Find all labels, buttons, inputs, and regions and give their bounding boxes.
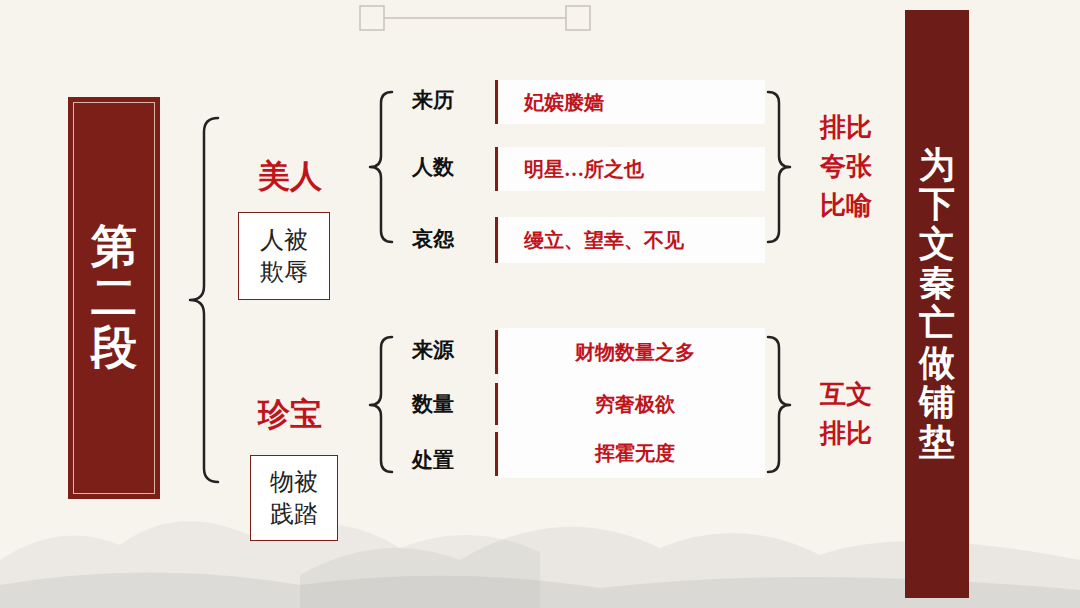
detail-text: 挥霍无度	[595, 441, 675, 465]
cell-ground	[499, 147, 765, 191]
braces	[190, 92, 790, 482]
aspect-label: 数量	[412, 392, 454, 417]
ornament-line	[384, 17, 566, 19]
summary-box: 物被践踏	[250, 455, 338, 541]
cell-bar	[495, 432, 498, 476]
detail-text: 妃嫔媵嫱	[524, 90, 604, 114]
node-text: 人被欺辱	[259, 224, 309, 289]
node-text: 为下文秦亡做铺垫	[919, 146, 955, 463]
node-text: 第二段	[91, 222, 137, 374]
detail-text: 财物数量之多	[575, 340, 695, 364]
node-text: 物被践踏	[269, 466, 319, 531]
detail-text: 穷奢极欲	[595, 392, 675, 416]
technique-note: 排比 夸张 比喻	[819, 108, 874, 225]
conclusion-band: 为下文秦亡做铺垫	[905, 10, 969, 598]
topic-heading: 珍宝	[258, 395, 322, 433]
brace	[370, 92, 392, 242]
cell-grounds	[499, 80, 765, 478]
detail-text: 缦立、望幸、不见	[524, 228, 684, 252]
aspect-label: 来源	[412, 338, 454, 363]
brace	[768, 92, 790, 242]
brace	[768, 337, 790, 472]
topic-heading: 美人	[258, 157, 322, 195]
cell-ground	[499, 328, 765, 478]
brace	[190, 118, 218, 482]
cell-ground	[499, 217, 765, 263]
cell-bars	[495, 80, 498, 476]
cell-bar	[495, 80, 498, 124]
top-ornament	[360, 6, 590, 30]
detail-text: 明星…所之也	[524, 157, 644, 181]
cell-bar	[495, 217, 498, 263]
aspect-label: 来历	[412, 88, 454, 113]
ornament	[566, 6, 590, 30]
cell-bar	[495, 383, 498, 425]
aspect-label: 处置	[412, 448, 454, 473]
brace	[370, 337, 392, 472]
aspect-label: 人数	[412, 155, 454, 180]
cell-bar	[495, 147, 498, 191]
technique-note: 互文 排比	[819, 375, 874, 453]
summary-box: 人被欺辱	[238, 212, 330, 300]
aspect-label: 哀怨	[412, 227, 454, 252]
cell-bar	[495, 330, 498, 374]
ornament	[360, 6, 384, 30]
cell-ground	[499, 80, 765, 124]
section-box: 第二段	[68, 97, 160, 499]
